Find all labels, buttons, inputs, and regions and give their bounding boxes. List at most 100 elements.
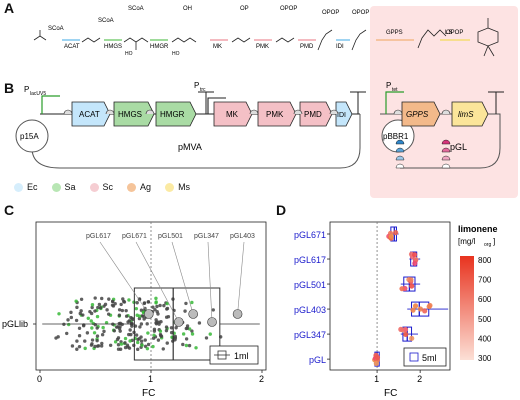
- data-point: [65, 331, 69, 336]
- legend-item-ec: Ec: [14, 182, 38, 192]
- data-point: [181, 342, 185, 347]
- gene-hmgs: [113, 101, 155, 127]
- data-point: [137, 297, 142, 301]
- gene-lims: [451, 101, 489, 127]
- data-point: [422, 308, 428, 314]
- data-point: [77, 333, 82, 338]
- data-point: [100, 296, 104, 301]
- legend-swatch: [409, 352, 419, 362]
- plasmid-construct-diagram: p15A pMVA P lacUV5 ACAT HMGS HMGR P trc …: [15, 81, 504, 169]
- data-point: [135, 301, 139, 305]
- data-point: [139, 322, 144, 326]
- gene-acat: [71, 101, 111, 127]
- data-point: [75, 305, 79, 310]
- x-tick-label: 1: [148, 374, 153, 384]
- data-point: [67, 322, 71, 327]
- data-point: [122, 299, 126, 304]
- data-point: [393, 230, 399, 236]
- data-point: [78, 311, 82, 316]
- data-point: [86, 316, 90, 320]
- data-point: [151, 336, 156, 340]
- data-point: [74, 318, 79, 323]
- annotation-label: pGL501: [158, 233, 183, 240]
- data-point: [99, 344, 104, 348]
- colorbar: [460, 256, 474, 360]
- data-point: [105, 308, 109, 312]
- rbs-library-lims: [441, 139, 451, 169]
- data-point: [128, 339, 132, 343]
- legend-label: 1ml: [234, 351, 249, 361]
- annotation-leader: [171, 241, 194, 315]
- mevalonate-phosphate-molecule: [231, 37, 251, 43]
- metabolite-text: SCoA: [128, 6, 144, 12]
- legend-label: Ec: [27, 182, 38, 192]
- data-point: [164, 325, 169, 329]
- plasmid-label-pmva: pMVA: [178, 142, 202, 152]
- data-point: [135, 313, 139, 317]
- data-point: [155, 304, 159, 309]
- x-axis-label: FC: [384, 388, 397, 399]
- data-point: [208, 332, 212, 336]
- gene-label-mk: MK: [226, 110, 239, 119]
- data-point: [113, 340, 118, 344]
- data-point: [54, 336, 58, 340]
- data-point: [410, 307, 416, 313]
- data-point: [83, 339, 87, 343]
- data-point: [90, 303, 95, 307]
- mevalonate-pyrophosphate-molecule: [275, 37, 295, 43]
- promoter-sub: lacUV5: [30, 91, 46, 97]
- category-label: pGL671: [294, 230, 326, 240]
- data-point: [79, 309, 83, 313]
- data-point: [194, 346, 198, 350]
- data-point: [93, 296, 97, 300]
- gene-label-hmgr: HMGR: [160, 110, 185, 119]
- enzyme-label-gpps: GPPS: [386, 30, 403, 36]
- annotated-point: [173, 317, 184, 327]
- data-point: [398, 326, 404, 332]
- colorbar-tick-label: 600: [478, 295, 492, 304]
- metabolite-text: OP: [240, 6, 249, 12]
- data-point: [95, 314, 100, 319]
- data-point: [107, 297, 111, 301]
- enzyme-label-ls: LS: [445, 30, 452, 36]
- limonene-molecule: [477, 18, 499, 57]
- gene-label-acat: ACAT: [79, 110, 100, 119]
- data-point: [83, 346, 87, 351]
- annotated-point: [232, 309, 243, 319]
- colorbar-title: limonene: [458, 224, 498, 234]
- data-point: [417, 306, 424, 312]
- data-point: [57, 312, 61, 316]
- data-point: [128, 328, 132, 332]
- data-point: [95, 326, 99, 330]
- legend-swatch: [127, 182, 137, 192]
- acetyl-coa-molecule: [33, 30, 47, 41]
- data-point: [137, 337, 141, 341]
- data-point: [103, 302, 108, 307]
- dmapp-molecule: [351, 29, 367, 51]
- hmg-coa-molecule: [123, 37, 149, 50]
- gene-pmd: [299, 101, 333, 127]
- data-point: [116, 343, 121, 347]
- colorbar-unit-end: ]: [493, 237, 495, 246]
- gpp-molecule: [417, 29, 447, 49]
- legend-swatch: [165, 182, 175, 192]
- data-point: [412, 303, 419, 309]
- legend-swatch: [51, 182, 61, 192]
- data-point: [89, 311, 94, 316]
- data-point: [134, 333, 139, 337]
- data-point: [75, 347, 79, 351]
- data-point: [74, 299, 78, 303]
- data-point: [134, 306, 139, 311]
- category-label: pGL617: [294, 255, 326, 265]
- annotation-label: pGL671: [122, 233, 147, 240]
- data-point: [97, 302, 102, 307]
- data-point: [162, 303, 166, 308]
- data-point: [161, 347, 165, 351]
- data-point: [154, 296, 158, 301]
- data-point: [190, 329, 194, 333]
- data-point: [118, 321, 123, 326]
- colorbar-tick-label: 500: [478, 315, 492, 324]
- colorbar-tick-label: 700: [478, 276, 492, 285]
- data-point: [174, 326, 178, 330]
